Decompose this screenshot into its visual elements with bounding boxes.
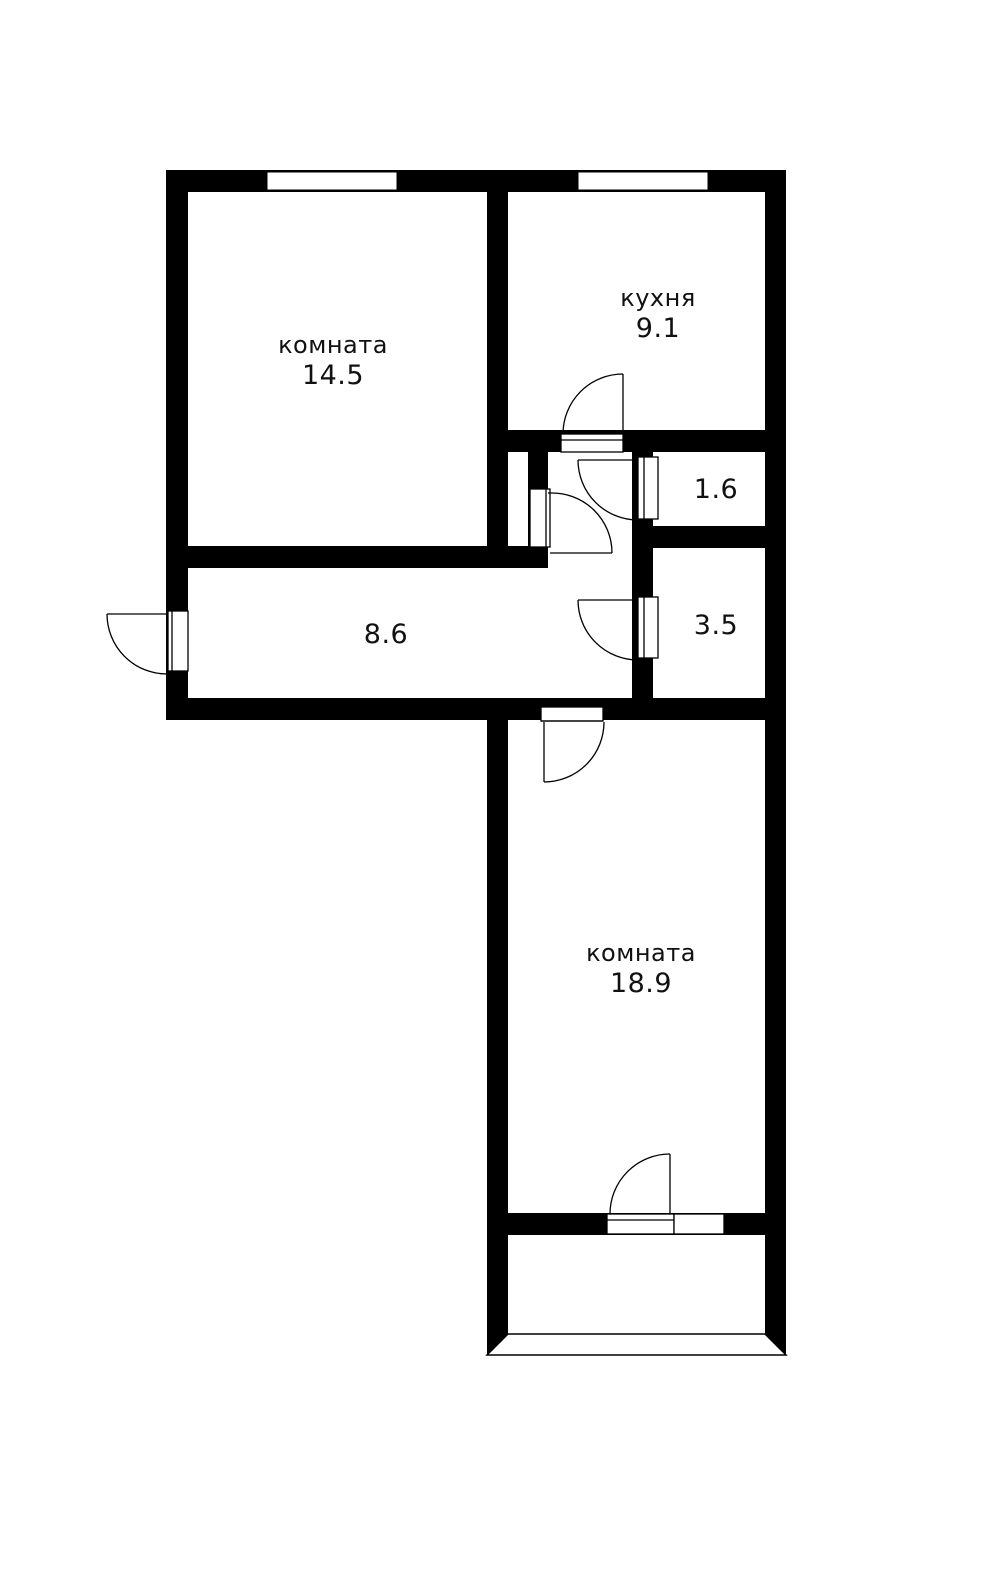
window-kitchen: [577, 171, 709, 191]
room-area: 1.6: [693, 474, 739, 505]
room-label-bathroom-small: 1.6: [668, 474, 764, 505]
room-label-room-2: комната 18.9: [556, 939, 726, 999]
room-area: 9.1: [635, 312, 681, 344]
doors[interactable]: [106, 373, 725, 1235]
entrance-door[interactable]: [106, 610, 189, 675]
wall-bath-divider: [653, 526, 786, 548]
room-label-bathroom-large: 3.5: [668, 610, 764, 641]
room-area: 14.5: [301, 359, 365, 391]
wall-right: [765, 170, 786, 1355]
balcony-door[interactable]: [606, 1153, 725, 1235]
room-label-hallway: 8.6: [336, 619, 436, 650]
room-area: 3.5: [693, 610, 739, 641]
room-name: комната: [586, 939, 696, 967]
room-area: 8.6: [363, 619, 409, 650]
wall-mid-vertical: [487, 170, 508, 568]
balcony-edge: [485, 1235, 788, 1356]
kitchen-door[interactable]: [560, 373, 624, 453]
wall-room1-bottom: [166, 546, 548, 568]
window-room1: [266, 171, 398, 191]
room-label-kitchen: кухня 9.1: [578, 284, 738, 344]
wall-kitchen-bottom: [508, 430, 786, 452]
room2-door[interactable]: [540, 706, 605, 783]
windows: [266, 171, 709, 191]
room-name: кухня: [620, 284, 696, 312]
bathroom-door[interactable]: [577, 596, 659, 661]
wall-hall-bottom: [166, 698, 786, 720]
room-name: комната: [278, 331, 388, 359]
room-area: 18.9: [609, 967, 673, 999]
wall-left: [166, 170, 188, 720]
toilet-door[interactable]: [577, 456, 659, 521]
closet-door[interactable]: [529, 488, 613, 554]
wall-room2-left: [487, 698, 508, 1355]
room-label-room-1: комната 14.5: [248, 331, 418, 391]
